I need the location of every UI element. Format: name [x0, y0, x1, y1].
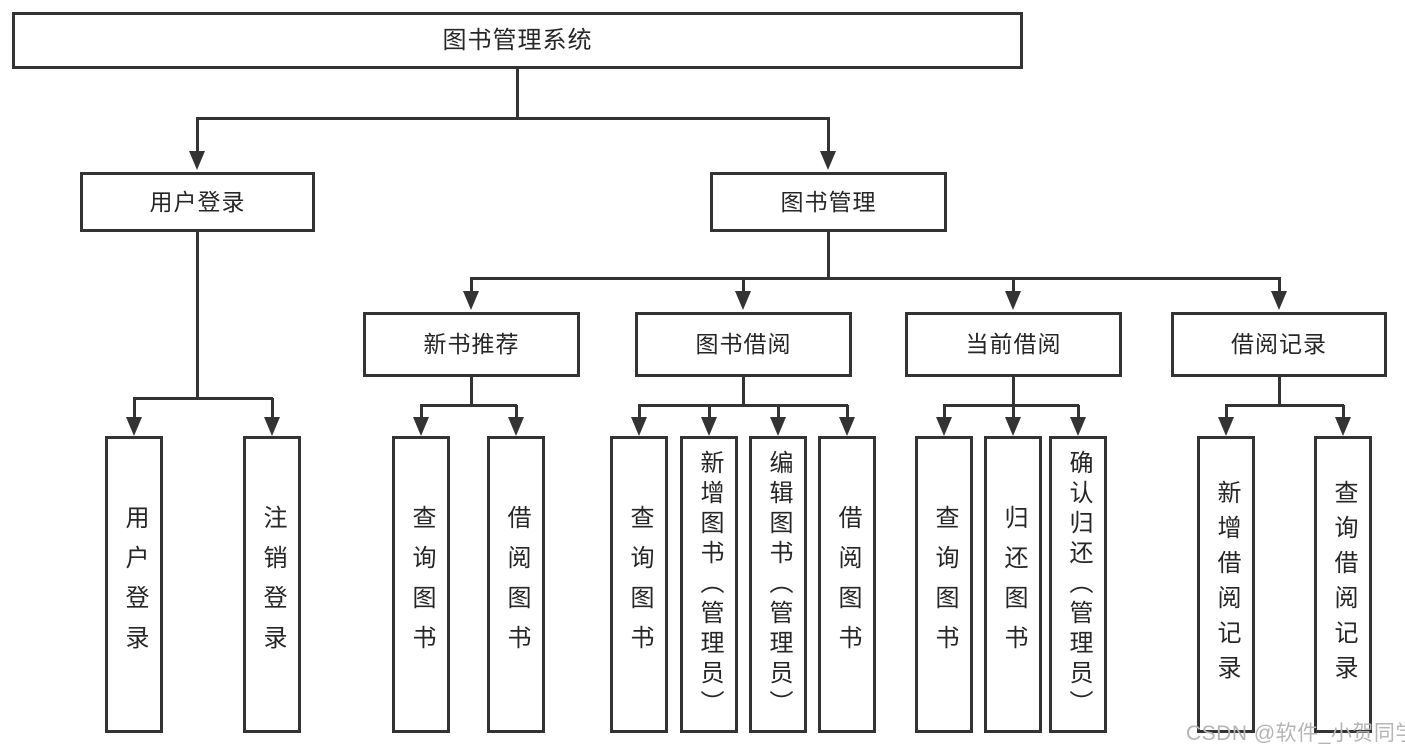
connector-line	[777, 405, 780, 417]
arrowhead-icon	[1218, 417, 1234, 436]
arrowhead-icon	[1335, 417, 1351, 436]
leaf-add-borrow-record-label: 新增借阅记录	[1213, 479, 1240, 690]
arrowhead-icon	[1005, 291, 1021, 310]
watermark: CSDN @软件_小贺同学	[1186, 722, 1405, 745]
connector-line	[420, 405, 423, 417]
connector-line	[1278, 278, 1281, 291]
connector-line	[827, 232, 830, 277]
arrowhead-icon	[770, 417, 786, 436]
arrowhead-icon	[735, 291, 751, 310]
leaf-query-books-current: 查询图书	[915, 436, 973, 733]
leaf-query-books-borrow: 查询图书	[610, 436, 668, 733]
connector-line	[133, 397, 273, 400]
leaf-borrow-books-recommend: 借阅图书	[487, 436, 545, 733]
connector-line	[1278, 377, 1281, 404]
connector-line	[271, 398, 274, 417]
connector-line	[1012, 278, 1015, 291]
leaf-logout-label: 注销登录	[259, 504, 286, 665]
arrowhead-icon	[936, 417, 952, 436]
connector-line	[470, 278, 473, 291]
leaf-return-book-label: 归还图书	[1000, 504, 1027, 665]
node-new-book-recommend-label: 新书推荐	[423, 331, 520, 357]
node-book-management: 图书管理	[710, 172, 947, 232]
connector-line	[943, 404, 1079, 407]
arrowhead-icon	[1005, 417, 1021, 436]
arrowhead-icon	[508, 417, 524, 436]
node-borrow-records: 借阅记录	[1171, 312, 1387, 377]
connector-line	[1342, 405, 1345, 417]
leaf-return-book: 归还图书	[984, 436, 1042, 733]
node-new-book-recommend: 新书推荐	[363, 312, 580, 377]
node-book-management-label: 图书管理	[780, 188, 877, 215]
arrowhead-icon	[839, 417, 855, 436]
arrowhead-icon	[701, 417, 717, 436]
connector-line	[196, 118, 199, 151]
leaf-user-login-label: 用户登录	[121, 504, 148, 665]
connector-line	[638, 405, 641, 417]
arrowhead-icon	[820, 151, 836, 170]
connector-line	[470, 377, 473, 404]
node-root-label: 图书管理系统	[442, 26, 593, 54]
node-user-login: 用户登录	[80, 172, 315, 232]
leaf-add-book-admin-label: 新增图书（管理员）	[696, 449, 723, 720]
connector-line	[196, 232, 199, 397]
leaf-query-borrow-record-label: 查询借阅记录	[1330, 479, 1357, 690]
leaf-user-login: 用户登录	[105, 436, 163, 733]
leaf-edit-book-admin: 编辑图书（管理员）	[749, 436, 807, 733]
node-book-borrow-label: 图书借阅	[695, 331, 792, 357]
leaf-query-books-current-label: 查询图书	[931, 504, 958, 665]
arrowhead-icon	[1271, 291, 1287, 310]
leaf-confirm-return-admin: 确认归还（管理员）	[1049, 436, 1107, 733]
connector-line	[742, 278, 745, 291]
leaf-borrow-books-label: 借阅图书	[834, 504, 861, 665]
connector-line	[515, 405, 518, 417]
arrowhead-icon	[413, 417, 429, 436]
node-current-borrow-label: 当前借阅	[965, 331, 1062, 357]
leaf-borrow-books: 借阅图书	[818, 436, 876, 733]
connector-line	[470, 277, 1281, 280]
leaf-add-borrow-record: 新增借阅记录	[1197, 436, 1255, 733]
arrowhead-icon	[189, 151, 205, 170]
leaf-query-books-recommend-label: 查询图书	[408, 504, 435, 665]
connector-line	[1012, 405, 1015, 417]
arrowhead-icon	[463, 291, 479, 310]
connector-line	[196, 117, 830, 120]
connector-line	[638, 404, 848, 407]
arrowhead-icon	[264, 417, 280, 436]
leaf-confirm-return-admin-label: 确认归还（管理员）	[1065, 449, 1092, 720]
connector-line	[846, 405, 849, 417]
node-current-borrow: 当前借阅	[905, 312, 1122, 377]
connector-line	[1077, 405, 1080, 417]
node-user-login-label: 用户登录	[149, 188, 246, 215]
node-borrow-records-label: 借阅记录	[1231, 331, 1327, 357]
connector-line	[1225, 404, 1344, 407]
connector-line	[516, 69, 519, 117]
arrowhead-icon	[631, 417, 647, 436]
node-root: 图书管理系统	[12, 12, 1023, 69]
arrowhead-icon	[1070, 417, 1086, 436]
leaf-query-borrow-record: 查询借阅记录	[1314, 436, 1372, 733]
connector-line	[1012, 377, 1015, 404]
leaf-query-books-recommend: 查询图书	[392, 436, 450, 733]
connector-line	[420, 404, 517, 407]
leaf-add-book-admin: 新增图书（管理员）	[680, 436, 738, 733]
connector-line	[943, 405, 946, 417]
connector-line	[1225, 405, 1228, 417]
leaf-query-books-borrow-label: 查询图书	[626, 504, 653, 665]
connector-line	[133, 398, 136, 417]
arrowhead-icon	[126, 417, 142, 436]
connector-line	[742, 377, 745, 404]
leaf-borrow-books-recommend-label: 借阅图书	[503, 504, 530, 665]
connector-line	[708, 405, 711, 417]
connector-line	[827, 118, 830, 151]
node-book-borrow: 图书借阅	[635, 312, 852, 377]
leaf-logout: 注销登录	[243, 436, 301, 733]
leaf-edit-book-admin-label: 编辑图书（管理员）	[765, 449, 792, 720]
